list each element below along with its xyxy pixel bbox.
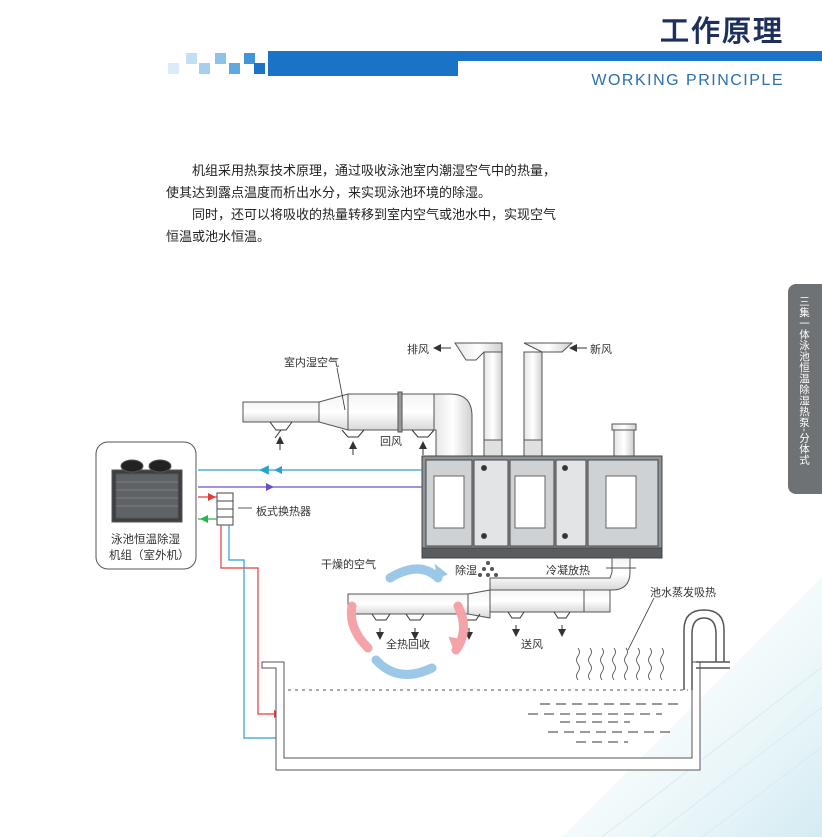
deco-square xyxy=(199,63,210,74)
deco-square xyxy=(215,53,226,64)
deco-square xyxy=(254,63,265,74)
fresh-air-stack xyxy=(523,342,574,461)
label-pool-evaporation: 池水蒸发吸热 xyxy=(650,586,716,599)
top-vent-stack xyxy=(611,423,637,457)
intro-text: 机组采用热泵技术原理，通过吸收泳池室内潮湿空气中的热量， 使其达到露点温度而析出… xyxy=(166,161,646,249)
page-subtitle: WORKING PRINCIPLE xyxy=(591,72,784,89)
deco-square xyxy=(244,53,255,64)
supply-air-duct xyxy=(347,557,636,619)
exhaust-stack xyxy=(454,342,503,461)
page-title: 工作原理 xyxy=(659,14,784,48)
water-ripples xyxy=(528,703,680,743)
label-exhaust: 排风 xyxy=(407,343,429,356)
deco-square xyxy=(168,63,179,74)
intro-para2b: 恒温或池水恒温。 xyxy=(166,230,271,245)
intro-para1: 机组采用热泵技术原理，通过吸收泳池室内潮湿空气中的热量， xyxy=(192,164,557,179)
label-dry-air: 干燥的空气 xyxy=(321,558,376,571)
label-plate-exchanger: 板式换热器 xyxy=(256,505,311,518)
label-supply-air: 送风 xyxy=(521,638,543,651)
label-dehumidify: 除湿 xyxy=(455,564,477,577)
label-outdoor-unit-line2: 机组（室外机） xyxy=(109,548,190,562)
title-bar xyxy=(268,51,822,61)
side-tab[interactable]: 三集一体泳池恒温除湿热泵-分体式 xyxy=(788,284,822,494)
label-return-air: 回风 xyxy=(380,435,402,448)
intro-para1b: 使其达到露点温度而析出水分，来实现泳池环境的除湿。 xyxy=(166,186,492,201)
side-tab-label: 三集一体泳池恒温除湿热泵-分体式 xyxy=(798,296,810,466)
label-condensation: 冷凝放热 xyxy=(546,564,590,577)
intro-para2: 同时，还可以将吸收的热量转移到室内空气或池水中，实现空气 xyxy=(192,208,557,223)
plate-heat-exchanger xyxy=(216,492,234,526)
deco-square xyxy=(229,63,240,74)
label-heat-recovery: 全热回收 xyxy=(386,638,430,651)
pipe-red-pool xyxy=(220,525,282,715)
evaporation-waves xyxy=(576,647,664,681)
label-outdoor-unit-line1: 泳池恒温除湿 xyxy=(111,532,180,546)
title-bar-tab xyxy=(268,60,458,76)
indoor-unit xyxy=(421,455,663,559)
pool-ladder xyxy=(683,609,730,690)
pipe-cyan-pool xyxy=(228,525,282,739)
heat-recovery-arrows xyxy=(346,563,468,679)
deco-square xyxy=(186,53,197,64)
return-air-duct xyxy=(242,391,473,459)
outdoor-unit xyxy=(95,441,197,570)
dehumidify-drops-icon xyxy=(478,561,498,577)
pool xyxy=(261,661,701,771)
return-air-diffusers xyxy=(269,421,435,439)
label-indoor-humid-air: 室内湿空气 xyxy=(284,356,339,369)
label-fresh-air: 新风 xyxy=(590,343,612,356)
